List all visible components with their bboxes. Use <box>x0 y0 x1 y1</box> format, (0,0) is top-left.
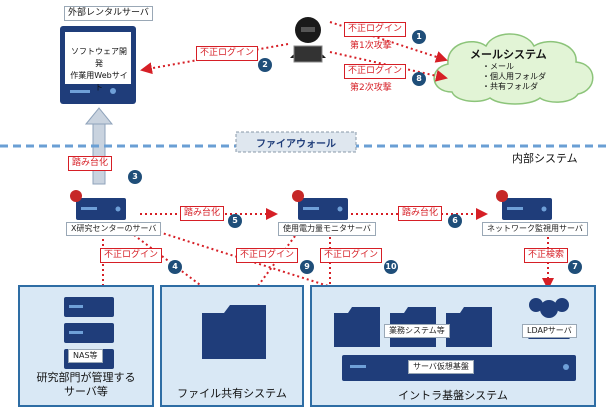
research-panel: NAS等 研究部門が管理する サーバ等 <box>18 285 154 407</box>
login-10-tag: 不正ログイン <box>320 248 383 263</box>
fumidai-5-tag: 踏み台化 <box>180 206 225 221</box>
file-share-panel: ファイル共有システム <box>160 285 304 407</box>
power-server-label: 使用電力量モニタサーバ <box>278 222 376 236</box>
internal-system-label: 内部システム <box>512 152 578 165</box>
website-line2: 作業用Webサイト <box>70 71 128 92</box>
network-server-label: ネットワーク監視用サーバ <box>482 222 588 236</box>
step-4-badge: 4 <box>168 260 182 274</box>
step-2-badge: 2 <box>258 58 272 72</box>
attack-2-label: 第2次攻撃 <box>350 83 392 93</box>
power-server-icon <box>298 198 348 220</box>
search-7-tag: 不正検索 <box>524 248 569 263</box>
step-1-badge: 1 <box>412 30 426 44</box>
rental-server-label: 外部レンタルサーバ <box>64 6 153 21</box>
network-server-icon <box>502 198 552 220</box>
ldap-label: LDAPサーバ <box>522 324 577 338</box>
website-line1: ソフトウェア開発 <box>71 47 127 68</box>
nas-label: NAS等 <box>68 349 103 363</box>
research-panel-title: 研究部門が管理する サーバ等 <box>20 371 152 399</box>
web-login-tag: 不正ログイン <box>196 46 259 61</box>
x-center-server-label: X研究センターのサーバ <box>66 222 162 236</box>
external-server-icon <box>60 26 136 104</box>
research-title-line1: 研究部門が管理する <box>36 371 136 384</box>
step-5-badge: 5 <box>228 214 242 228</box>
fumidai-up-tag: 踏み台化 <box>68 156 113 171</box>
infra-panel: 業務システム等 LDAPサーバ サーバ仮想基盤 イントラ基盤システム <box>310 285 596 407</box>
file-share-title: ファイル共有システム <box>177 387 287 400</box>
step-7-badge: 7 <box>568 260 582 274</box>
firewall-label: ファイアウォール <box>256 139 336 150</box>
step-8-badge: 8 <box>412 72 426 86</box>
folder-icon <box>202 305 266 359</box>
attack-1-tag: 不正ログイン <box>344 22 407 37</box>
mail-title: メールシステム <box>470 48 547 61</box>
firewall-box <box>235 131 357 153</box>
hacker-icon <box>290 17 326 63</box>
attack-2-tag: 不正ログイン <box>344 64 407 79</box>
infra-title: イントラ基盤システム <box>398 389 508 402</box>
login-9-tag: 不正ログイン <box>236 248 299 263</box>
virtual-label: サーバ仮想基盤 <box>408 360 474 374</box>
mail-item-personal: ・個人用フォルダ <box>482 72 546 81</box>
step-6-badge: 6 <box>448 214 462 228</box>
step-3-badge: 3 <box>128 170 142 184</box>
attack-1-label: 第1次攻撃 <box>350 41 392 51</box>
login-4-tag: 不正ログイン <box>100 248 163 263</box>
step-10-badge: 10 <box>384 260 398 274</box>
mail-items: ・メール ・個人用フォルダ ・共有フォルダ <box>482 62 546 92</box>
business-label: 業務システム等 <box>384 324 450 338</box>
website-label: ソフトウェア開発 作業用Webサイト <box>68 46 130 94</box>
mail-item-shared: ・共有フォルダ <box>482 82 538 91</box>
research-title-line2: サーバ等 <box>64 385 108 398</box>
mail-cloud <box>433 33 594 105</box>
step-9-badge: 9 <box>300 260 314 274</box>
mail-item-mail: ・メール <box>482 62 514 71</box>
fumidai-6-tag: 踏み台化 <box>398 206 443 221</box>
x-center-server-icon <box>76 198 126 220</box>
